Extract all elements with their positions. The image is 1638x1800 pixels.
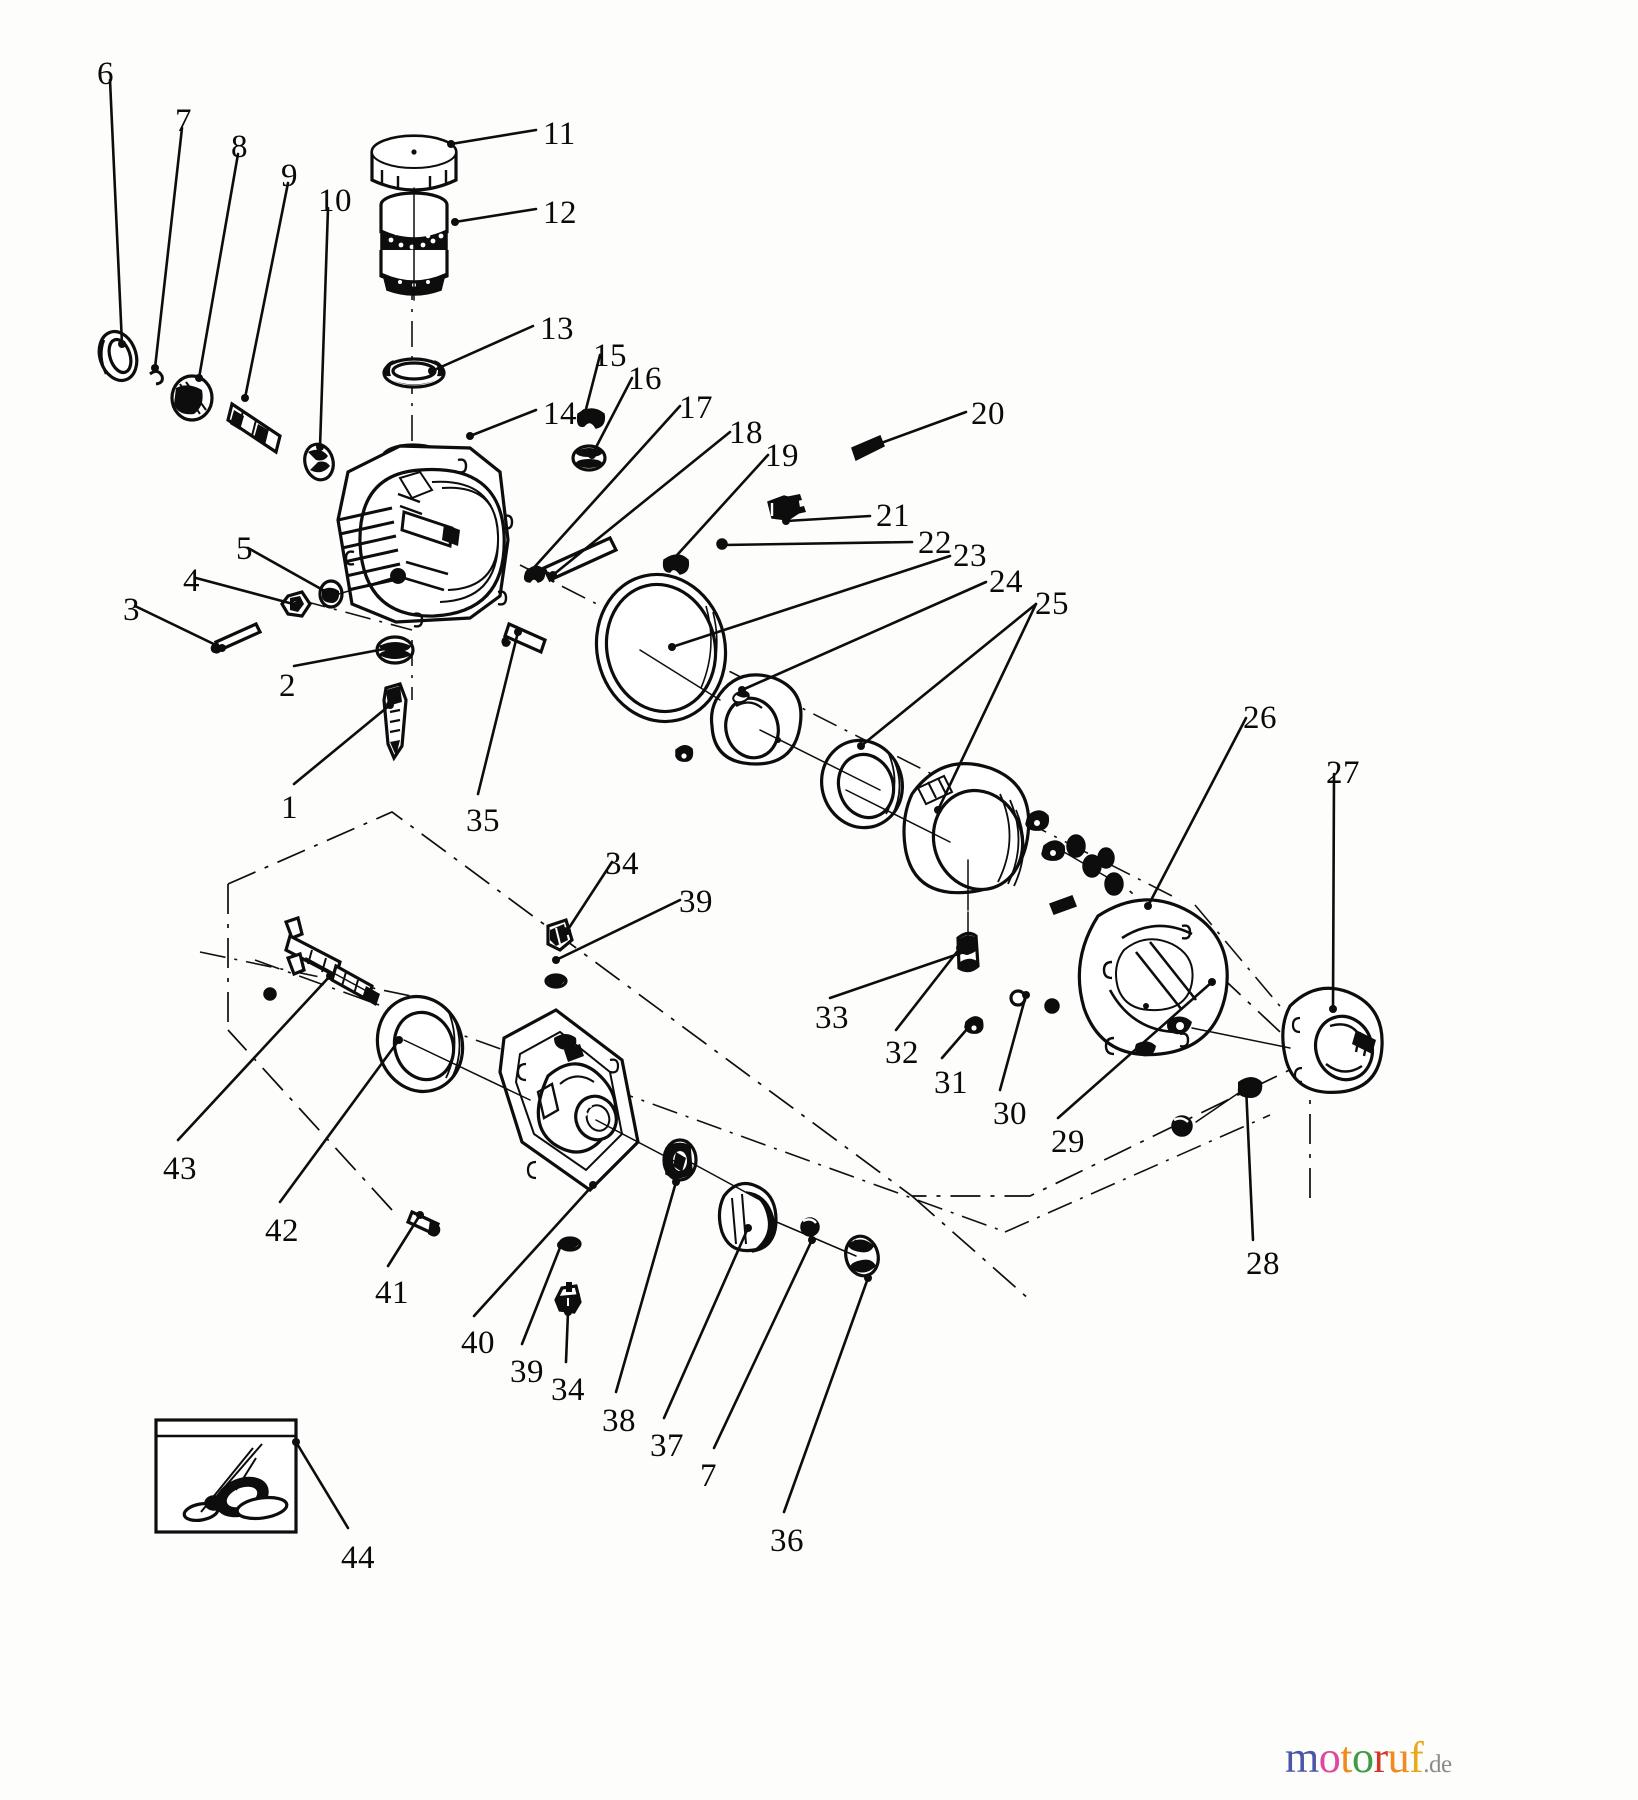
callout-5[interactable]: 5 xyxy=(236,531,253,567)
callout-39a[interactable]: 39 xyxy=(679,884,713,920)
assembly-hairlines xyxy=(305,577,1291,1257)
callout-13[interactable]: 13 xyxy=(540,311,574,347)
watermark-letter-f: f xyxy=(1409,1733,1424,1782)
callout-15[interactable]: 15 xyxy=(593,338,627,374)
watermark-tld: .de xyxy=(1423,1751,1452,1778)
callout-16[interactable]: 16 xyxy=(628,361,662,397)
callout-1a[interactable]: 1 xyxy=(281,790,298,826)
leader-lines xyxy=(108,78,1337,1530)
part-34-plug-lower xyxy=(554,1282,582,1314)
watermark-letter-m: m xyxy=(1285,1733,1319,1782)
callout-7a[interactable]: 7 xyxy=(175,103,192,139)
part-31-nut xyxy=(964,1016,984,1034)
gasket-kit-inset-box xyxy=(154,1418,298,1534)
part-41-bolt xyxy=(405,1209,441,1237)
callout-31[interactable]: 31 xyxy=(934,1065,968,1101)
part-1-drain-plug xyxy=(382,682,408,762)
part-7-retaining-clip-top xyxy=(149,369,164,386)
part-37-rotor xyxy=(717,1182,778,1253)
watermark-letter-o2: o xyxy=(1351,1733,1374,1782)
callout-36[interactable]: 36 xyxy=(770,1523,804,1559)
part-40-center-section xyxy=(498,1008,640,1193)
part-42-seal xyxy=(375,994,465,1094)
callout-37[interactable]: 37 xyxy=(650,1428,684,1464)
part-35-woodruff-key xyxy=(501,621,547,655)
callout-30[interactable]: 30 xyxy=(993,1096,1027,1132)
part-26-end-cap xyxy=(1077,898,1229,1057)
fastener-group-25 xyxy=(1025,810,1124,896)
part-10-snap-ring xyxy=(303,442,335,482)
callout-21[interactable]: 21 xyxy=(876,498,910,534)
callout-17[interactable]: 17 xyxy=(679,390,713,426)
part-27-output-hub xyxy=(1281,986,1384,1094)
callout-22[interactable]: 22 xyxy=(918,525,952,561)
callout-8[interactable]: 8 xyxy=(231,129,248,165)
part-11-filler-cap xyxy=(370,134,458,192)
part-38-bearing xyxy=(662,1138,698,1182)
callout-10[interactable]: 10 xyxy=(318,183,352,219)
callout-9[interactable]: 9 xyxy=(281,158,298,194)
part-29b-ball xyxy=(1044,998,1060,1014)
callout-42[interactable]: 42 xyxy=(265,1213,299,1249)
callout-12[interactable]: 12 xyxy=(543,195,577,231)
part-13-o-ring xyxy=(382,357,446,389)
callout-2[interactable]: 2 xyxy=(279,668,296,704)
part-6-seal-ring xyxy=(97,329,139,383)
part-43-control-shaft xyxy=(263,915,380,1006)
callout-6[interactable]: 6 xyxy=(97,56,114,92)
part-12-filter-element xyxy=(379,187,449,301)
callout-11[interactable]: 11 xyxy=(543,116,576,152)
callout-14[interactable]: 14 xyxy=(543,396,577,432)
callout-38[interactable]: 38 xyxy=(602,1403,636,1439)
part-23-large-o-ring xyxy=(594,572,728,724)
callout-24[interactable]: 24 xyxy=(989,564,1023,600)
part-3-bolt xyxy=(210,621,263,654)
callout-25[interactable]: 25 xyxy=(1035,586,1069,622)
motoruf-watermark: motoruf.de xyxy=(1285,1736,1452,1780)
part-14-main-housing xyxy=(336,443,514,628)
callout-19[interactable]: 19 xyxy=(765,438,799,474)
part-19-ball-retainer xyxy=(662,554,690,575)
part-39-washer-upper xyxy=(544,973,568,989)
part-8-bearing xyxy=(170,374,214,422)
part-9-shaft-coupler xyxy=(226,401,282,455)
watermark-letter-t: t xyxy=(1340,1733,1352,1782)
watermark-letter-r: r xyxy=(1373,1733,1388,1782)
callout-20[interactable]: 20 xyxy=(971,396,1005,432)
callout-3[interactable]: 3 xyxy=(123,592,140,628)
lower-assembly-bracket xyxy=(227,811,1312,1301)
callout-41[interactable]: 41 xyxy=(375,1275,409,1311)
callout-32[interactable]: 32 xyxy=(885,1035,919,1071)
callout-33[interactable]: 33 xyxy=(815,1000,849,1036)
part-25-cylinder-block xyxy=(902,762,1031,895)
callout-40[interactable]: 40 xyxy=(461,1325,495,1361)
callout-35[interactable]: 35 xyxy=(466,803,500,839)
callout-34b[interactable]: 34 xyxy=(551,1372,585,1408)
part-28-ball-and-pin xyxy=(1171,1077,1263,1137)
part-34-plug-upper xyxy=(546,917,574,952)
callout-23[interactable]: 23 xyxy=(953,538,987,574)
part-36-snap-ring xyxy=(844,1234,880,1278)
watermark-letter-u: u xyxy=(1387,1733,1410,1782)
callout-34a[interactable]: 34 xyxy=(605,846,639,882)
callout-44[interactable]: 44 xyxy=(341,1540,375,1576)
watermark-letter-o1: o xyxy=(1318,1733,1341,1782)
callout-27[interactable]: 27 xyxy=(1326,755,1360,791)
callout-28[interactable]: 28 xyxy=(1246,1246,1280,1282)
callout-26[interactable]: 26 xyxy=(1243,700,1277,736)
part-16-washer xyxy=(571,444,607,472)
callout-18[interactable]: 18 xyxy=(729,415,763,451)
callout-7b[interactable]: 7 xyxy=(700,1458,717,1494)
callout-43[interactable]: 43 xyxy=(163,1151,197,1187)
callout-4[interactable]: 4 xyxy=(183,563,200,599)
part-24-swash-plate xyxy=(709,673,803,766)
callout-29[interactable]: 29 xyxy=(1051,1124,1085,1160)
callout-39b[interactable]: 39 xyxy=(510,1354,544,1390)
part-29-dowel-pin xyxy=(1049,895,1077,915)
part-25-seal-ring xyxy=(820,738,904,830)
part-24b-small-nut xyxy=(675,745,694,762)
part-21-valve-block xyxy=(767,494,806,521)
